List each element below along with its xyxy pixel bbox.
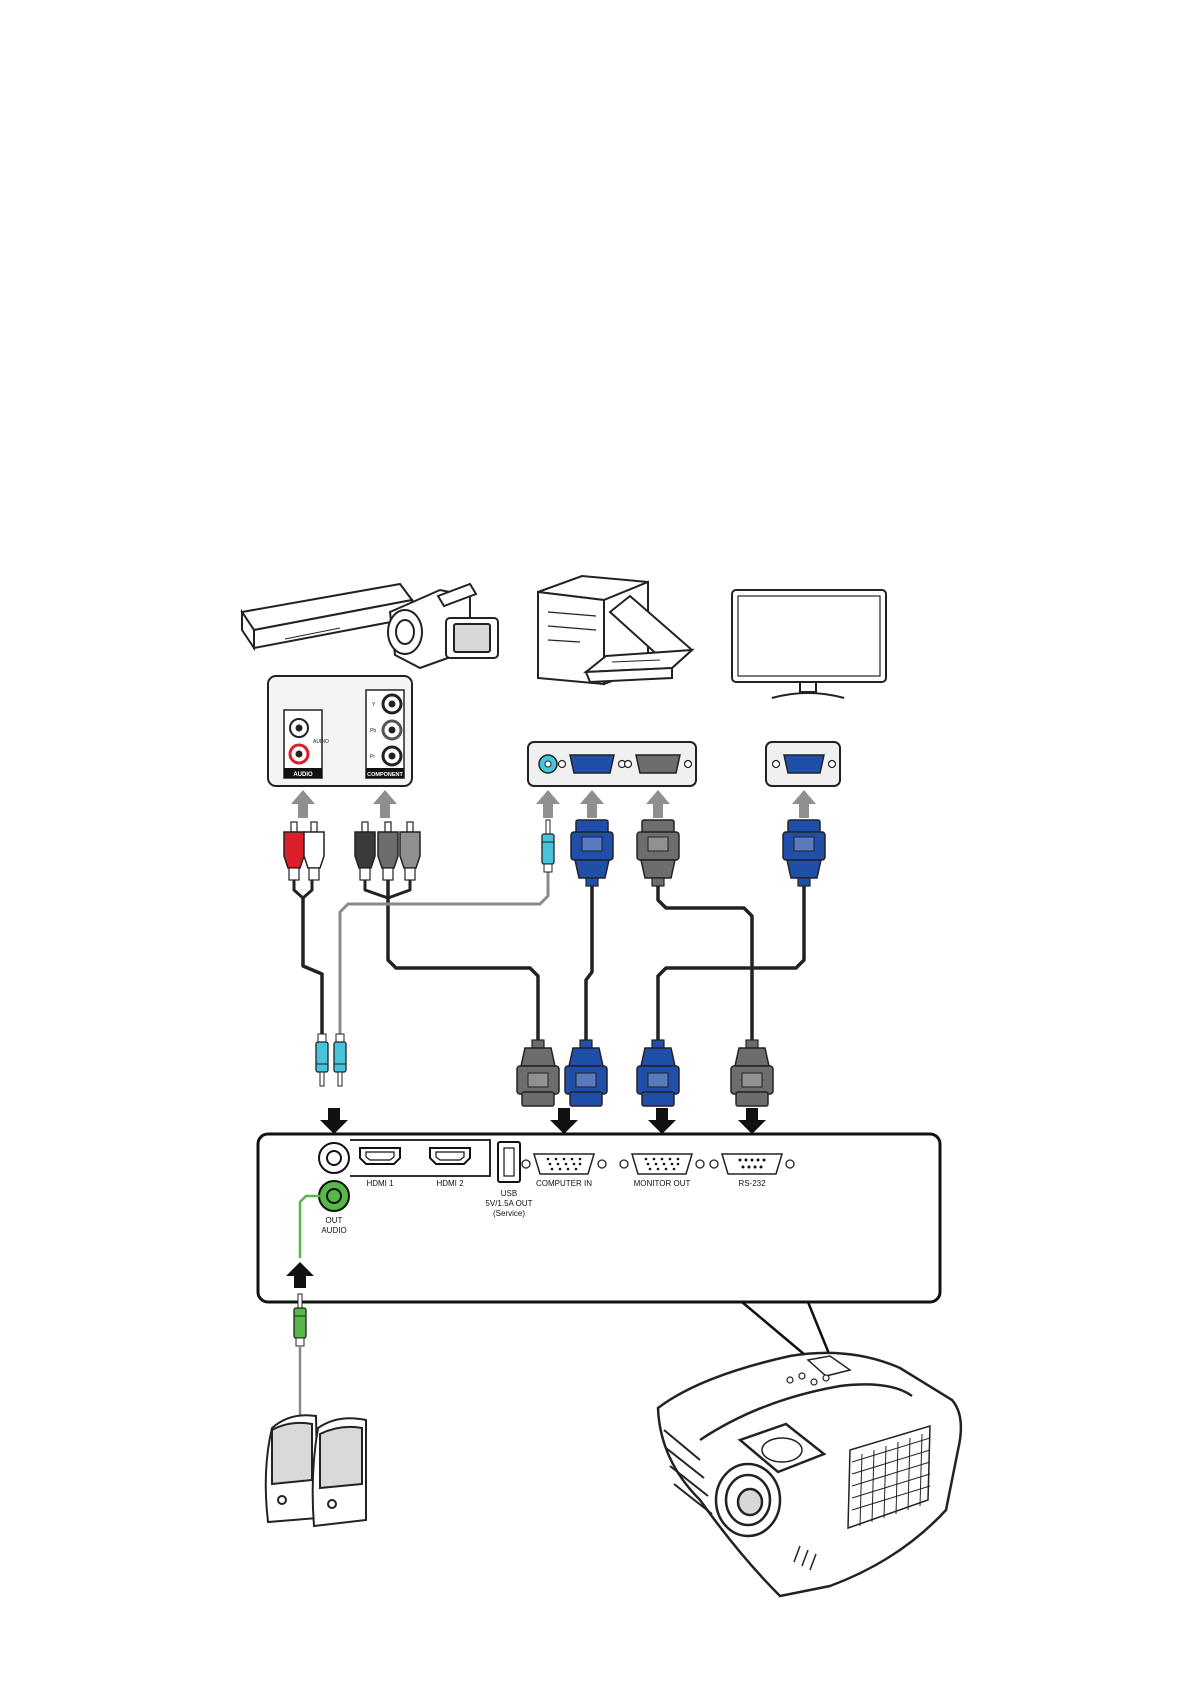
arrow-down-icon (738, 1108, 766, 1134)
laptop-icon (582, 594, 695, 684)
component-pr-label: Pr (370, 754, 375, 760)
arrow-up-icon (536, 790, 560, 818)
projector-icon (656, 1351, 963, 1598)
audio-out-sublabel: AUDIO (321, 1226, 346, 1235)
audio-jack-plug-cyan-right (333, 1033, 347, 1087)
arrow-down-icon (550, 1108, 578, 1134)
vga-plug-blue (570, 819, 614, 887)
audio-jack-plug-cyan (541, 819, 555, 873)
arrow-down-icon (320, 1108, 348, 1134)
hdmi-2-port (429, 1147, 471, 1165)
source-av-panel: AUDIO AUDIO COMPONENT Y Pb Pr (267, 675, 413, 787)
vga-plug-blue-monitor (782, 819, 826, 887)
monitor-ports-panel (765, 741, 841, 787)
speakers-icon (264, 1414, 367, 1528)
source-component-label: COMPONENT (367, 772, 403, 778)
usb-label: USB (501, 1189, 517, 1198)
component-pb-plug (377, 821, 399, 881)
audio-jack-plug-green (293, 1293, 307, 1347)
component-y-label: Y (372, 702, 376, 708)
monitor-out-label: MONITOR OUT (634, 1179, 691, 1188)
usb-service-label: (Service) (493, 1209, 525, 1218)
usb-port (497, 1141, 521, 1183)
dvd-player-icon (240, 582, 414, 652)
source-audio-label: AUDIO (293, 772, 313, 778)
source-audio-sublabel: AUDIO (313, 739, 329, 745)
cables (292, 872, 806, 1040)
arrow-up-icon (580, 790, 604, 818)
serial-plug-gray (636, 819, 680, 887)
component-pr-plug (399, 821, 421, 881)
computer-vga-port (557, 754, 627, 774)
computer-serial-port (623, 754, 693, 774)
monitor-icon (731, 589, 887, 699)
hdmi-1-label: HDMI 1 (366, 1179, 394, 1188)
vga-plug-blue-computer-in (564, 1039, 608, 1107)
arrow-up-icon (646, 790, 670, 818)
arrow-up-icon (291, 790, 315, 818)
serial-plug-gray-rs232 (730, 1039, 774, 1107)
arrow-up-icon (286, 1262, 314, 1288)
rs232-label: RS-232 (738, 1179, 766, 1188)
usb-rating-label: 5V/1.5A OUT (485, 1199, 532, 1208)
camcorder-icon (387, 582, 499, 670)
monitor-vga-port (771, 754, 837, 774)
computer-in-label: COMPUTER IN (536, 1179, 592, 1188)
rca-white-plug (303, 821, 325, 881)
vga-plug-blue-monitor-out (636, 1039, 680, 1107)
audio-out-label: OUT (326, 1216, 343, 1225)
hdmi-1-port (359, 1147, 401, 1165)
hdmi-2-label: HDMI 2 (436, 1179, 464, 1188)
arrow-up-icon (792, 790, 816, 818)
audio-jack-plug-cyan-left (315, 1033, 329, 1087)
rca-red-plug (283, 821, 305, 881)
projector-rear-panel: OUT AUDIO HDMI 1 HDMI 2 USB 5V/1.5A OUT … (256, 1132, 942, 1304)
vga-plug-gray-computer-in (516, 1039, 560, 1107)
arrow-up-icon (373, 790, 397, 818)
component-pb-label: Pb (370, 728, 376, 734)
computer-ports-panel (527, 741, 697, 787)
component-y-plug (354, 821, 376, 881)
arrow-down-icon (648, 1108, 676, 1134)
